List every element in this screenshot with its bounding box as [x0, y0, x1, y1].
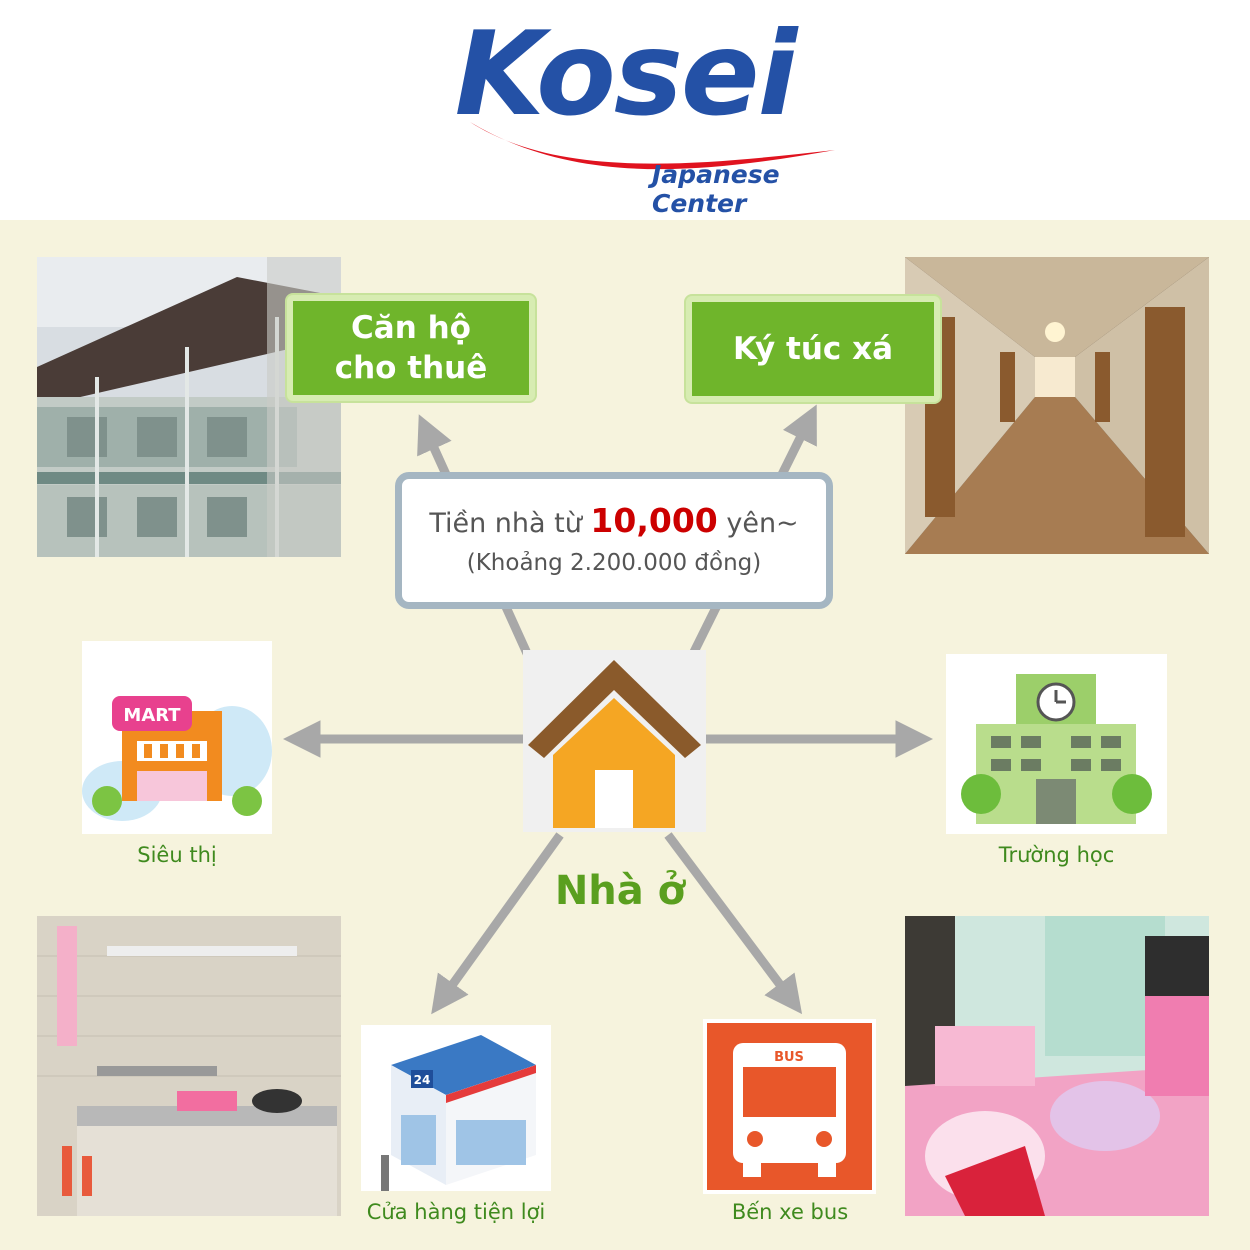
school-tile: [946, 654, 1167, 834]
price-amount: 10,000: [590, 501, 718, 540]
price-note: (Khoảng 2.200.000 đồng): [466, 550, 762, 576]
bus-tile: BUS: [703, 1019, 876, 1194]
price-box: Tiền nhà từ 10,000 yên~ (Khoảng 2.200.00…: [395, 472, 833, 609]
arrow-to-bus: [664, 832, 803, 1015]
logo-tagline: Japanese Center: [652, 160, 780, 218]
school-icon: [961, 674, 1152, 824]
price-line: Tiền nhà từ 10,000 yên~: [402, 501, 826, 540]
dormitory-photo: [905, 257, 1209, 554]
apartment-label-line2: cho thuê: [334, 350, 488, 386]
dormitory-label: Ký túc xá: [686, 296, 940, 402]
bus-icon: BUS: [707, 1023, 872, 1190]
convenience-store-icon: 24: [381, 1035, 536, 1191]
supermarket-caption: Siêu thị: [137, 843, 217, 867]
supermarket-tile: MART: [82, 641, 272, 834]
bus-caption: Bến xe bus: [731, 1200, 849, 1224]
logo-wordmark: Kosei: [0, 10, 1250, 140]
dormitory-label-text: Ký túc xá: [732, 331, 893, 367]
school-caption: Trường học: [998, 843, 1115, 867]
arrow-to-convenience: [431, 832, 564, 1015]
bedroom-photo: [905, 916, 1209, 1216]
kitchen-photo: [37, 916, 341, 1216]
apartment-photo: [37, 257, 341, 557]
price-prefix: Tiền nhà từ: [429, 508, 591, 539]
convenience-sign: 24: [414, 1073, 431, 1087]
center-caption: Nhà ở: [554, 868, 686, 914]
price-suffix: yên~: [717, 508, 799, 539]
apartment-label: Căn hộ cho thuê: [287, 295, 535, 401]
apartment-label-line1: Căn hộ: [351, 310, 471, 346]
convenience-tile: 24: [361, 1025, 551, 1191]
house-icon: [523, 650, 706, 832]
logo-text: Kosei: [454, 7, 798, 142]
supermarket-icon: MART: [82, 696, 272, 821]
supermarket-sign: MART: [123, 705, 181, 726]
logo-swoosh-icon: [470, 122, 835, 170]
bus-sign: BUS: [774, 1050, 804, 1065]
convenience-caption: Cửa hàng tiện lợi: [366, 1200, 546, 1224]
header: Kosei Japanese Center: [0, 0, 1250, 220]
